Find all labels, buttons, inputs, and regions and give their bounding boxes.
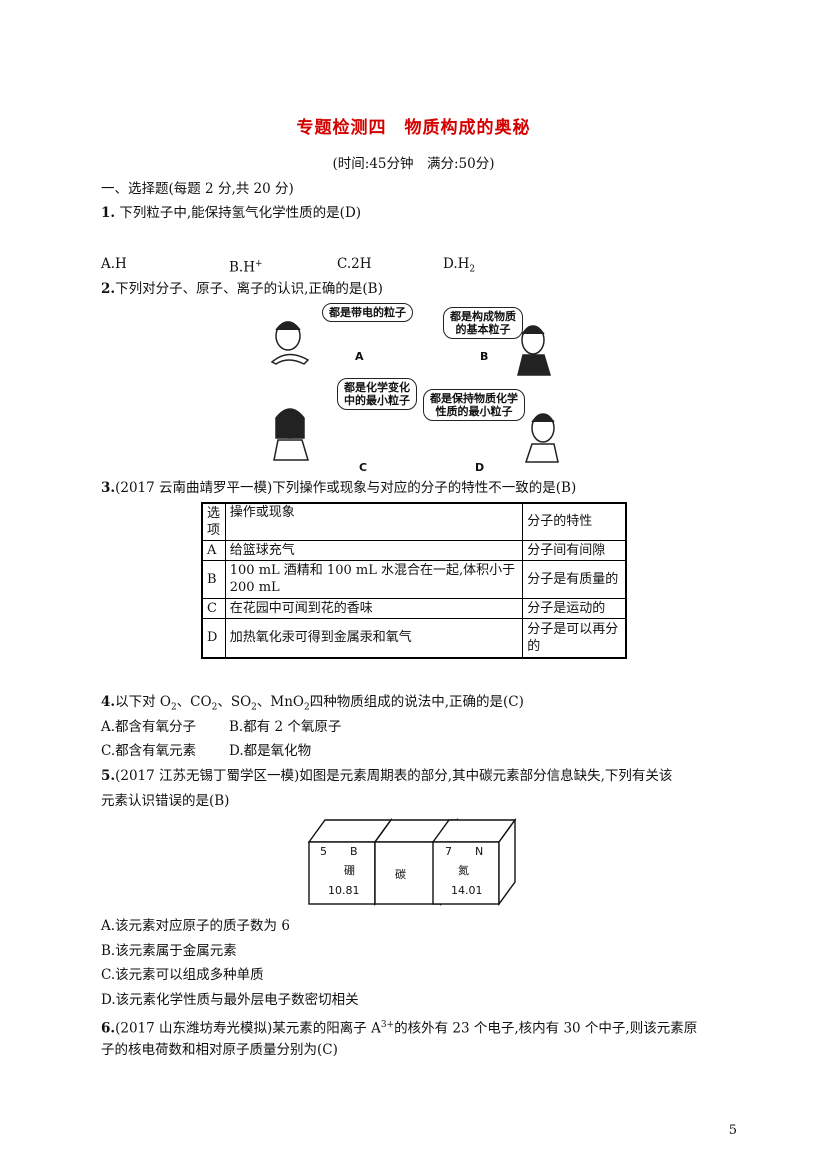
page-number: 5 — [728, 1123, 737, 1138]
question-6-cont: 子的核电荷数和相对原子质量分别为(C) — [101, 1042, 338, 1058]
question-2: 2.下列对分子、原子、离子的认识,正确的是(B) — [101, 281, 383, 297]
question-5: 5.(2017 江苏无锡丁蜀学区一模)如图是元素周期表的部分,其中碳元素部分信息… — [101, 768, 673, 784]
label-c: C — [359, 461, 368, 474]
cell-3-name: 氮 — [458, 864, 469, 877]
page-subtitle: (时间:45分钟 满分:50分) — [332, 156, 495, 172]
q5-option-c: C.该元素可以组成多种单质 — [101, 967, 264, 983]
label-d: D — [475, 461, 485, 474]
person-a-arms — [270, 353, 310, 365]
question-1: 1. 下列粒子中,能保持氢气化学性质的是(D) — [101, 204, 361, 222]
q1-option-d: D.H2 — [443, 256, 476, 275]
q1-option-b: B.H+ — [229, 259, 263, 276]
person-a-hair — [275, 321, 301, 331]
question-6: 6.(2017 山东潍坊寿光模拟)某元素的阳离子 A3+的核外有 23 个电子,… — [101, 1020, 698, 1037]
question-3: 3.(2017 云南曲靖罗平一模)下列操作或现象与对应的分子的特性不一致的是(B… — [101, 480, 577, 496]
q4-option-a: A.都含有氧分子 — [101, 719, 197, 735]
page-title: 专题检测四 物质构成的奥秘 — [296, 118, 531, 138]
section-heading: 一、选择题(每题 2 分,共 20 分) — [101, 181, 294, 197]
person-c-hair — [275, 408, 305, 439]
q4-option-b: B.都有 2 个氧原子 — [229, 719, 342, 735]
q1-option-c: C.2H — [337, 256, 372, 272]
question-5-cont: 元素认识错误的是(B) — [101, 793, 230, 809]
cell-3-symbol: N — [475, 845, 484, 858]
label-b: B — [480, 350, 489, 363]
table-header-cell: 选项 — [201, 502, 226, 541]
person-c-body — [273, 439, 310, 461]
q4-option-c: C.都含有氧元素 — [101, 743, 197, 759]
q1-option-a: A.H — [101, 256, 127, 272]
cell-3-number: 7 — [445, 845, 452, 858]
q2-illustration — [270, 321, 559, 463]
bubble-b: 都是构成物质的基本粒子 — [443, 307, 523, 339]
cell-1-name: 硼 — [344, 864, 355, 877]
table-header-row: 选项 操作或现象 分子的特性 — [201, 502, 627, 541]
cell-2-name: 碳 — [395, 868, 406, 881]
bubble-d: 都是保持物质化学性质的最小粒子 — [423, 389, 525, 421]
q5-option-b: B.该元素属于金属元素 — [101, 943, 237, 959]
q5-option-a: A.该元素对应原子的质子数为 6 — [101, 918, 290, 934]
cell-3-mass: 14.01 — [451, 884, 483, 897]
q4-option-d: D.都是氧化物 — [229, 743, 312, 759]
question-number: 1. — [101, 205, 116, 221]
question-4: 4.以下对 O2、CO2、SO2、MnO2四种物质组成的说法中,正确的是(C) — [101, 694, 524, 713]
person-d-body — [524, 443, 559, 463]
table-header-cell: 分子的特性 — [522, 502, 627, 541]
table-header-cell: 操作或现象 — [224, 502, 524, 541]
periodic-table-cubes — [307, 817, 517, 907]
cell-1-symbol: B — [350, 845, 358, 858]
bubble-a: 都是带电的粒子 — [322, 303, 413, 322]
person-b-body — [517, 354, 552, 376]
label-a: A — [355, 350, 364, 363]
question-stem: 下列粒子中,能保持氢气化学性质的是(D) — [119, 205, 362, 221]
q5-option-d: D.该元素化学性质与最外层电子数密切相关 — [101, 992, 359, 1008]
cell-1-number: 5 — [320, 845, 327, 858]
bubble-c: 都是化学变化中的最小粒子 — [337, 378, 417, 410]
cell-1-mass: 10.81 — [328, 884, 360, 897]
